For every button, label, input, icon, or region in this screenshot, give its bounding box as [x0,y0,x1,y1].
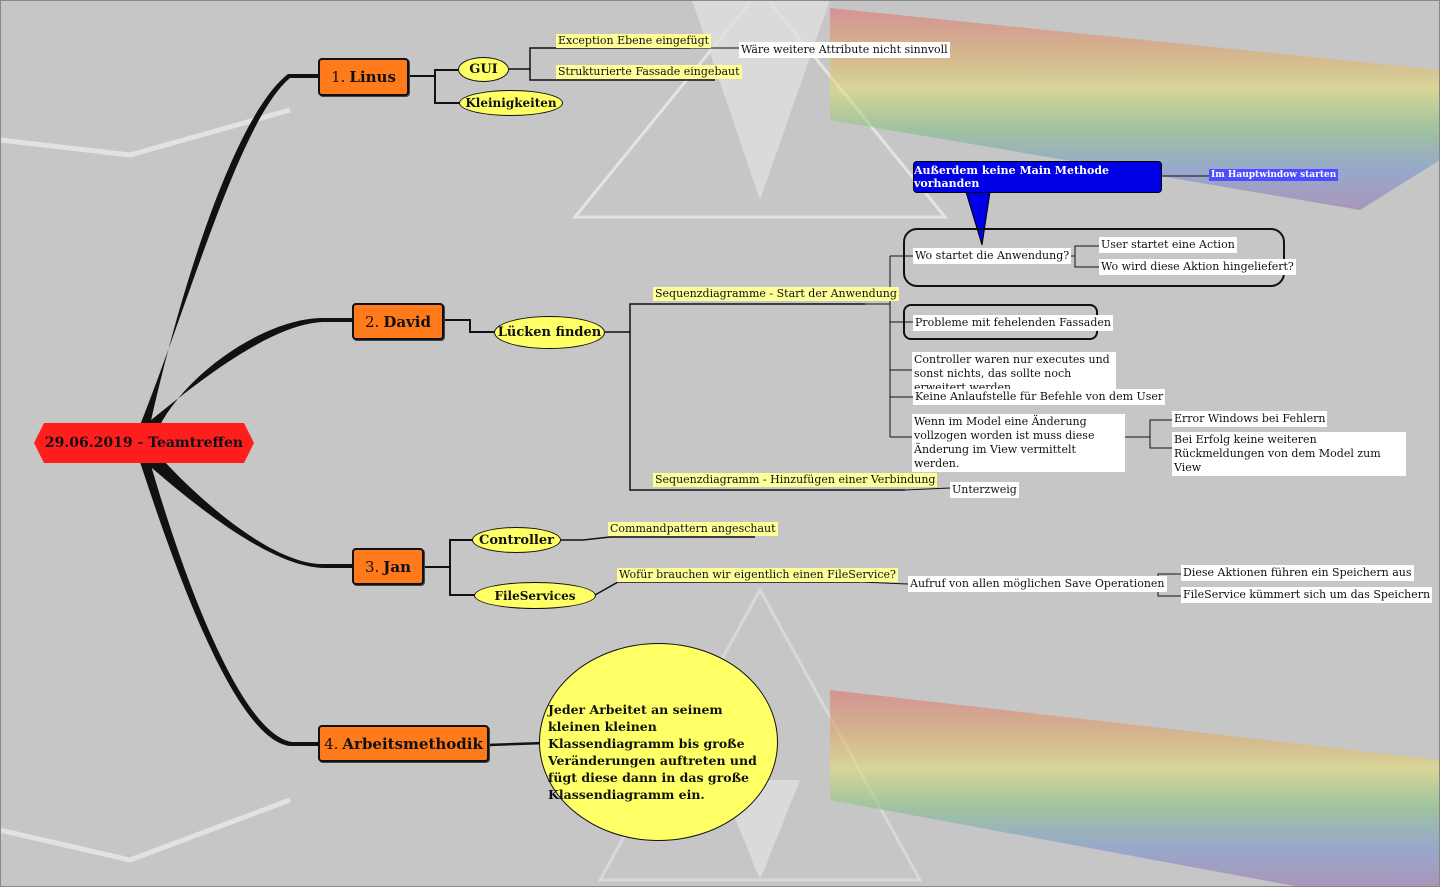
note-seq-start[interactable]: Sequenzdiagramme - Start der Anwendung [653,287,899,301]
branch-jan[interactable]: 3. Jan [352,548,424,585]
branch-title: David [383,312,431,331]
note-probleme[interactable]: Probleme mit fehelenden Fassaden [913,315,1114,331]
branch-title: Jan [383,557,412,576]
branch-number: 1. [331,68,346,86]
note-anlaufstelle[interactable]: Keine Anlaufstelle für Befehle von dem U… [913,389,1166,405]
note-wo-startet[interactable]: Wo startet die Anwendung? [913,248,1072,264]
root-topic[interactable]: 29.06.2019 - Teamtreffen [34,423,254,463]
note-aufruf[interactable]: Aufruf von allen möglichen Save Operatio… [908,576,1167,592]
sub-connectors [408,47,1210,747]
note-commandpattern[interactable]: Commandpattern angeschaut [608,522,778,536]
note-hauptwindow[interactable]: Im Hauptwindow starten [1209,169,1339,181]
branch-number: 4. [324,734,339,753]
note-exception[interactable]: Exception Ebene eingefügt [556,34,712,48]
note-model-aenderung[interactable]: Wenn im Model eine Änderung vollzogen wo… [912,414,1125,472]
note-error-windows[interactable]: Error Windows bei Fehlern [1172,411,1328,427]
topic-luecken-finden[interactable]: Lücken finden [494,316,605,349]
note-aktionen[interactable]: Diese Aktionen führen ein Speichern aus [1181,565,1414,581]
note-kuemmert[interactable]: FileService kümmert sich um das Speicher… [1181,587,1433,603]
branch-title: Linus [349,68,396,86]
branch-number: 3. [364,557,380,576]
branch-david[interactable]: 2. David [352,303,444,340]
note-unterzweig[interactable]: Unterzweig [950,482,1019,498]
main-branch-connectors [140,74,352,746]
note-fassade[interactable]: Strukturierte Fassade eingebaut [556,65,742,79]
topic-controller[interactable]: Controller [472,527,561,553]
topic-gui[interactable]: GUI [458,57,509,82]
note-seq-verbindung[interactable]: Sequenzdiagramm - Hinzufügen einer Verbi… [653,473,938,487]
topic-kleinigkeiten[interactable]: Kleinigkeiten [459,90,563,116]
note-user-startet[interactable]: User startet eine Action [1099,237,1237,253]
note-wofuer[interactable]: Wofür brauchen wir eigentlich einen File… [617,568,898,582]
note-attribute[interactable]: Wäre weitere Attribute nicht sinnvoll [739,42,950,58]
topic-arbeitsmethodik-circle[interactable] [539,643,778,841]
note-erfolg[interactable]: Bei Erfolg keine weiteren Rückmeldungen … [1172,432,1406,476]
branch-linus[interactable]: 1. Linus [318,58,409,96]
arbeitsmethodik-text: Jeder Arbeitet an seinem kleinen kleinen… [548,702,757,802]
callout-main-methode[interactable]: Außerdem keine Main Methode vorhanden [913,161,1162,193]
branch-title: Arbeitsmethodik [342,734,483,753]
topic-fileservices[interactable]: FileServices [474,582,596,609]
root-label: 29.06.2019 - Teamtreffen [44,435,244,451]
branch-arbeitsmethodik[interactable]: 4. Arbeitsmethodik [318,725,489,762]
branch-number: 2. [365,312,380,331]
boundary-wo-startet [903,228,1285,287]
note-wo-wird[interactable]: Wo wird diese Aktion hingeliefert? [1099,259,1296,275]
